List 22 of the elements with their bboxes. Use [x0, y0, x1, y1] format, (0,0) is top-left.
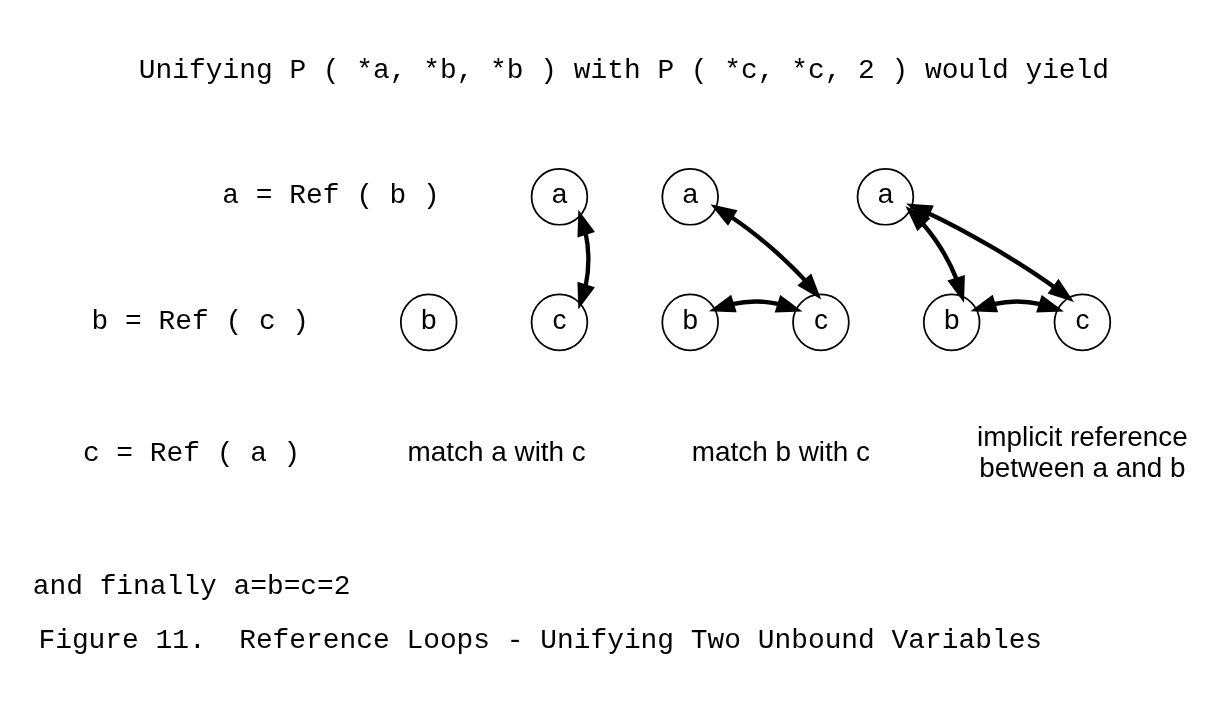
arrow [708, 294, 803, 313]
label: Unifying P ( *a, *b, *b ) with P ( *c, *c, 2 ) would yield [138, 54, 1110, 86]
label: c = Ref ( a ) [82, 438, 301, 470]
arrow [970, 294, 1064, 313]
label: a = Ref ( b ) [222, 180, 440, 212]
node-circle: b [661, 293, 719, 352]
node-circle: c [792, 293, 850, 352]
label: match a with c [407, 436, 586, 468]
label: b = Ref ( c ) [91, 305, 310, 337]
node-circle: a [856, 168, 915, 226]
node-circle: a [530, 168, 589, 226]
node-circle: c [1053, 293, 1112, 352]
node-circle: a [661, 168, 719, 226]
label: match b with c [691, 436, 870, 468]
label: and finally a=b=c=2 [32, 570, 351, 602]
caption: Figure 11. Reference Loops - Unifying Two Unbound Variables [38, 624, 1043, 656]
label: implicit reference between a and b [977, 420, 1188, 484]
arrow [710, 204, 822, 300]
node-circle: b [399, 293, 458, 352]
node-circle: b [922, 293, 981, 352]
node-circle: c [530, 293, 589, 352]
arrow [577, 209, 595, 310]
